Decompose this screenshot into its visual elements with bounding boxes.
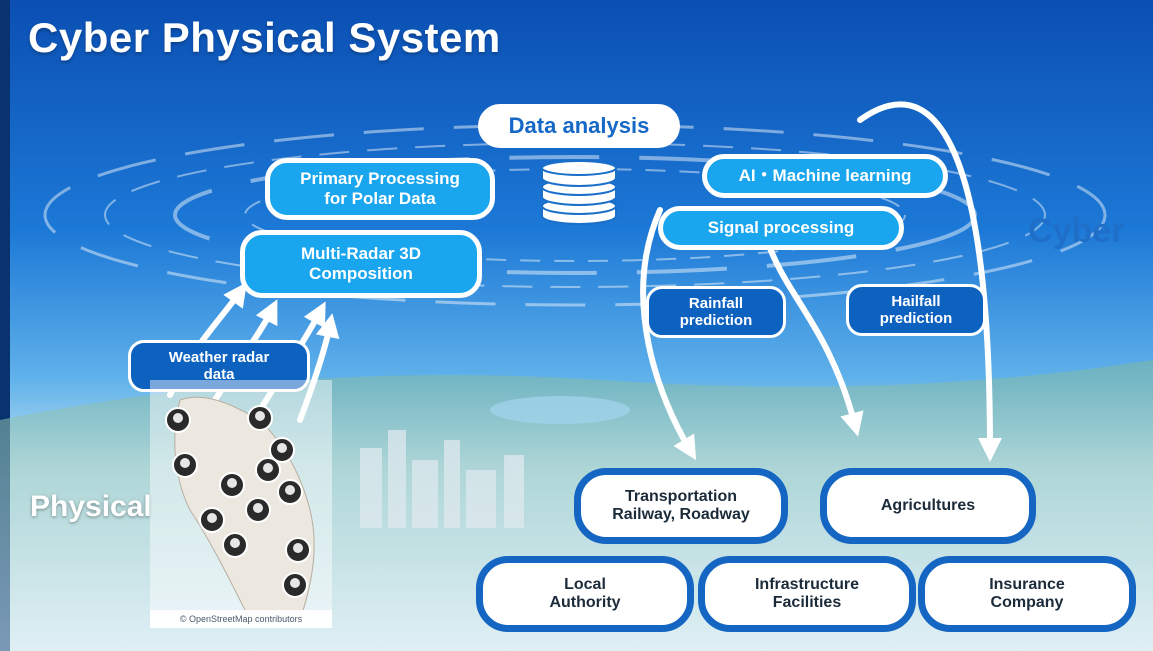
radar-station-icon <box>222 532 248 558</box>
signal-processing-node: Signal processing <box>658 206 904 250</box>
local-authority-node: Local Authority <box>476 556 694 632</box>
map-credit: © OpenStreetMap contributors <box>150 610 332 628</box>
database-icon <box>541 160 617 225</box>
radar-station-icon <box>172 452 198 478</box>
data-analysis-node: Data analysis <box>478 104 680 148</box>
radar-station-icon <box>282 572 308 598</box>
radar-station-icon <box>269 437 295 463</box>
rainfall-prediction-node: Rainfall prediction <box>646 286 786 338</box>
page-title: Cyber Physical System <box>28 14 501 61</box>
radar-station-icon <box>247 405 273 431</box>
cyber-layer-label: Cyber <box>1028 212 1125 250</box>
transportation-node: Transportation Railway, Roadway <box>574 468 788 544</box>
radar-station-icon <box>285 537 311 563</box>
radar-station-icon <box>255 457 281 483</box>
radar-station-icon <box>245 497 271 523</box>
multi-radar-composition-node: Multi-Radar 3D Composition <box>240 230 482 298</box>
hailfall-prediction-node: Hailfall prediction <box>846 284 986 336</box>
radar-map <box>150 380 332 628</box>
radar-station-icon <box>219 472 245 498</box>
radar-station-icon <box>277 479 303 505</box>
infrastructure-node: Infrastructure Facilities <box>698 556 916 632</box>
primary-processing-node: Primary Processing for Polar Data <box>265 158 495 220</box>
ai-machine-learning-node: AI・Machine learning <box>702 154 948 198</box>
weather-radar-data-node: Weather radar data <box>128 340 310 392</box>
agricultures-node: Agricultures <box>820 468 1036 544</box>
insurance-node: Insurance Company <box>918 556 1136 632</box>
radar-station-icon <box>165 407 191 433</box>
physical-layer-label: Physical <box>30 490 152 523</box>
radar-station-icon <box>199 507 225 533</box>
